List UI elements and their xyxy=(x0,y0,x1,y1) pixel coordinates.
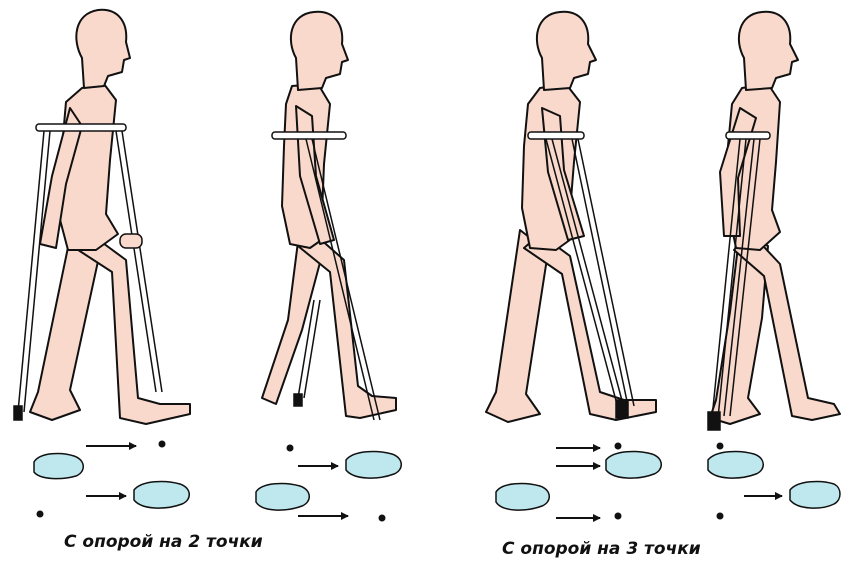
crutch-point xyxy=(615,513,622,520)
caption-three-point-support: С опорой на 3 точки xyxy=(502,539,701,559)
crutch-point xyxy=(717,513,724,520)
figure-1-head xyxy=(76,10,130,88)
figure-2-head xyxy=(291,12,348,90)
footprint xyxy=(256,484,309,511)
figure-4-head xyxy=(739,12,798,90)
crutch-point xyxy=(717,443,724,450)
figure-3-front-leg xyxy=(524,234,656,420)
figure-3-three-point-step-a xyxy=(486,12,656,422)
crutch-point xyxy=(37,511,44,518)
footprint-pattern-3 xyxy=(496,443,661,520)
footprint xyxy=(346,452,401,479)
figure-2-two-point-step-b xyxy=(262,12,396,420)
figure-1-two-point-step-a xyxy=(14,10,190,424)
caption-two-point-support: С опорой на 2 точки xyxy=(64,532,263,552)
footprint xyxy=(496,484,549,511)
footprint xyxy=(134,482,189,509)
crutch-point xyxy=(615,443,622,450)
footprint xyxy=(34,454,83,479)
figure-3-head xyxy=(537,12,596,90)
footprint xyxy=(708,452,763,479)
figure-4-three-point-step-b xyxy=(708,12,840,430)
crutch-point xyxy=(379,515,386,522)
footprint-pattern-4 xyxy=(708,443,840,520)
footprint-pattern-1 xyxy=(34,441,189,518)
crutch-point xyxy=(159,441,166,448)
footprint xyxy=(790,482,840,509)
figure-2-front-leg xyxy=(298,230,396,418)
crutch-point xyxy=(287,445,294,452)
footprint-pattern-2 xyxy=(256,445,401,522)
footprint xyxy=(606,452,661,479)
